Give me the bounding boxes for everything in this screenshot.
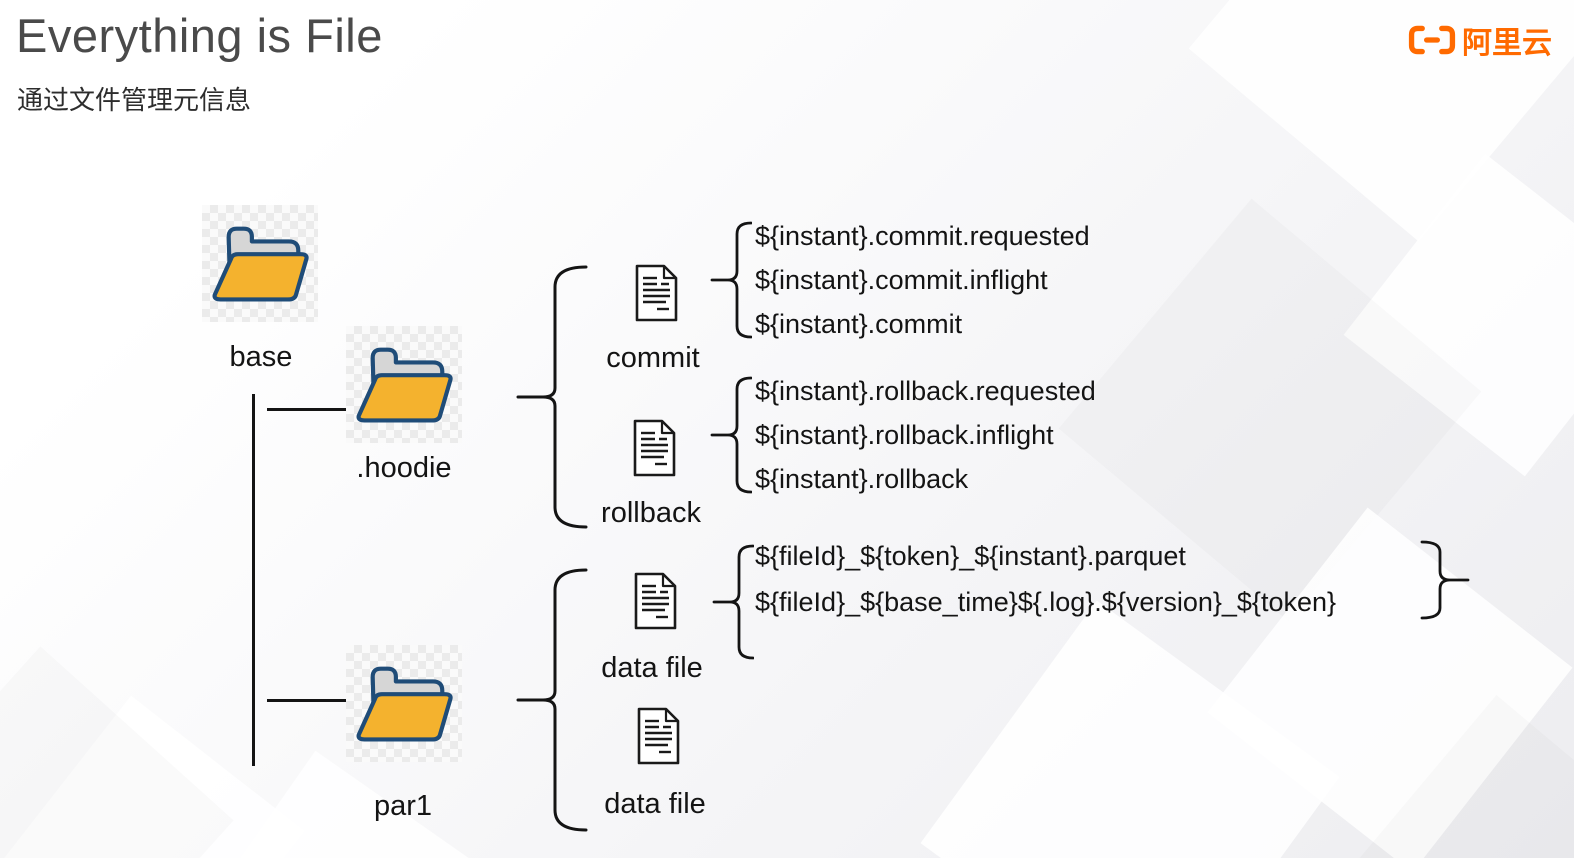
folder-icon (202, 205, 318, 322)
par1-group-brace (516, 568, 588, 832)
hoodie-folder (346, 326, 462, 443)
data-file-2-icon (634, 707, 682, 765)
hoodie-folder-label: .hoodie (356, 452, 452, 484)
document-icon (637, 266, 676, 320)
document-icon (635, 421, 674, 475)
file-name: ${fileId}_${base_time}${.log}.${version}… (755, 587, 1337, 617)
file-name: ${instant}.commit.requested (755, 221, 1090, 251)
folder-icon (346, 645, 462, 762)
background-shape (920, 600, 1340, 858)
par1-folder-label: par1 (373, 790, 433, 822)
data-files-brace (712, 544, 754, 660)
alibaba-cloud-logo-icon (1408, 25, 1456, 55)
background-shape (1343, 153, 1574, 477)
alibaba-cloud-logo: 阿里云 (1408, 18, 1552, 62)
file-name: ${instant}.rollback (755, 464, 969, 494)
page-subtitle: 通过文件管理元信息 (17, 85, 252, 115)
commit-files-brace (710, 221, 752, 339)
rollback-file-icon (630, 419, 678, 477)
document-icon (636, 574, 675, 628)
folder-icon (346, 326, 462, 443)
background-shape (0, 695, 305, 858)
background-shape (200, 750, 480, 858)
commit-label: commit (606, 342, 700, 374)
hoodie-group-brace (516, 265, 588, 529)
commit-file-icon (632, 264, 680, 322)
document-icon (639, 709, 678, 763)
background-shape (1355, 695, 1574, 858)
background-shape (1207, 507, 1573, 858)
rollback-files-brace (710, 376, 752, 494)
rollback-label: rollback (601, 497, 701, 529)
file-name: ${instant}.rollback.inflight (755, 420, 1054, 450)
background-shape (0, 646, 234, 858)
file-name: ${fileId}_${token}_${instant}.parquet (755, 541, 1186, 571)
file-name: ${instant}.rollback.requested (755, 376, 1096, 406)
page-title: Everything is File (16, 9, 383, 62)
file-name: ${instant}.commit (755, 309, 963, 339)
data-files-right-bracket (1420, 540, 1470, 620)
data-file-1-icon (631, 572, 679, 630)
tree-connector-vertical (252, 394, 255, 766)
par1-folder (346, 645, 462, 762)
file-name: ${instant}.commit.inflight (755, 265, 1048, 295)
tree-connector-to-par1 (267, 699, 346, 702)
tree-connector-to-hoodie (267, 408, 346, 411)
data-file-2-label: data file (604, 788, 706, 820)
base-folder-label: base (229, 341, 293, 373)
base-folder (202, 205, 318, 322)
data-file-1-label: data file (601, 652, 703, 684)
alibaba-cloud-logo-text: 阿里云 (1462, 27, 1552, 60)
